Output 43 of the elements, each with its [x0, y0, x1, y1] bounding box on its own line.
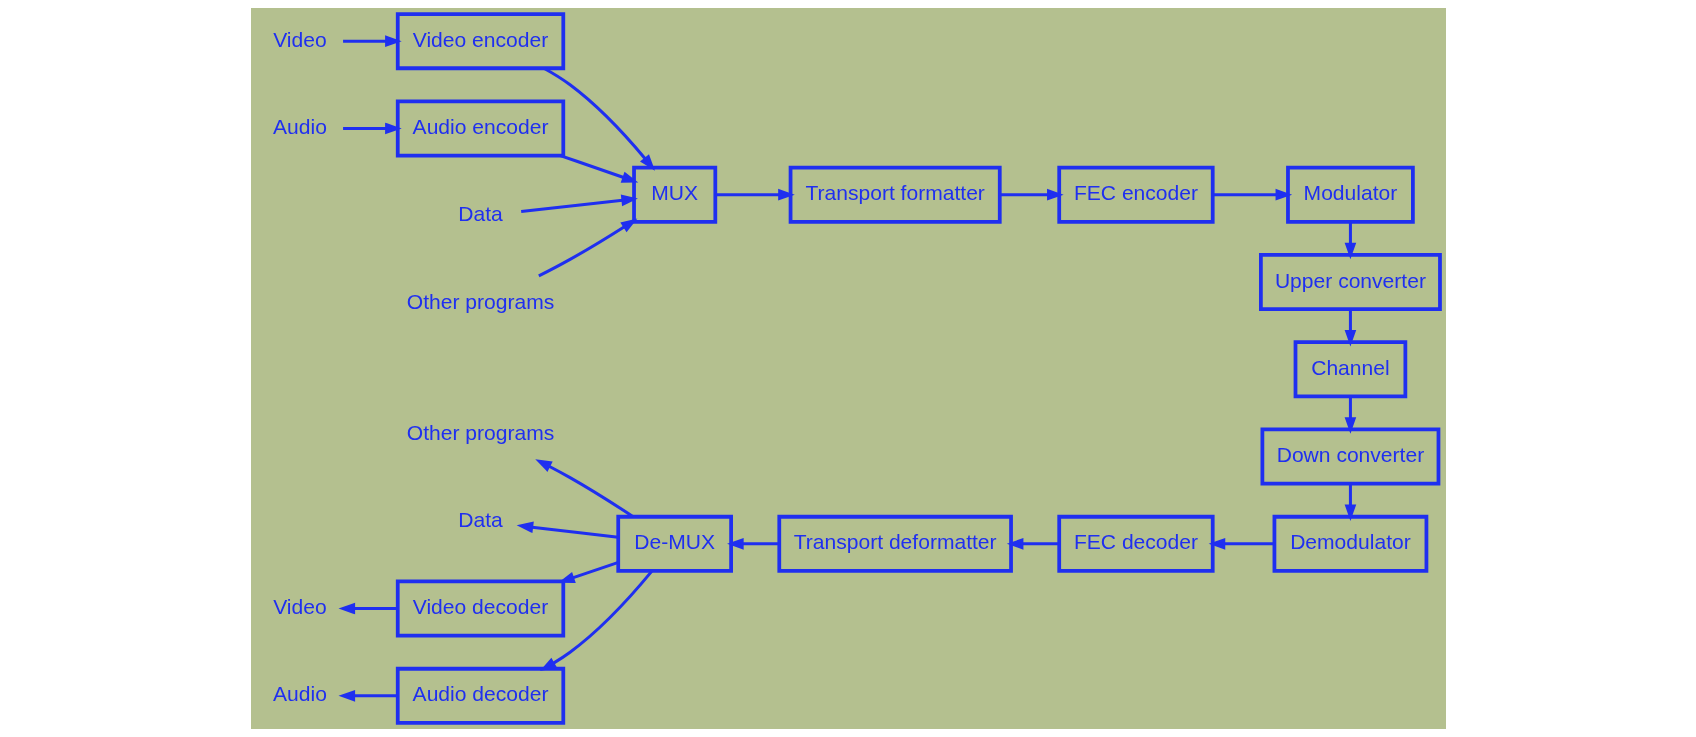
- node-box: Transport formatter: [788, 165, 1002, 224]
- arrow: [537, 218, 637, 278]
- node-text: Other programs: [406, 420, 554, 444]
- arrow: [1006, 538, 1059, 550]
- node-box: Audio encoder: [395, 99, 565, 158]
- arrow: [520, 194, 638, 213]
- node-box: FEC decoder: [1056, 514, 1215, 573]
- node-box: Transport deformatter: [776, 514, 1013, 573]
- arrow: [715, 188, 795, 201]
- node-text: Audio: [272, 115, 327, 139]
- arrow: [539, 570, 653, 671]
- node-text: Video: [272, 27, 327, 51]
- arrow: [1344, 396, 1356, 434]
- node-box: MUX: [631, 165, 717, 224]
- node-box: Video decoder: [395, 579, 565, 638]
- arrow: [338, 690, 397, 702]
- node-box: Upper converter: [1258, 253, 1442, 311]
- arrow: [999, 188, 1064, 201]
- arrow: [516, 521, 618, 539]
- arrow: [1212, 188, 1292, 201]
- arrow: [342, 35, 402, 47]
- node-box: Modulator: [1285, 165, 1415, 224]
- arrow: [1344, 221, 1356, 260]
- arrow: [1208, 538, 1274, 550]
- arrow: [338, 602, 397, 615]
- node-box: FEC encoder: [1056, 165, 1215, 224]
- arrow: [342, 122, 402, 135]
- node-text: Audio: [272, 682, 327, 706]
- node-box: Channel: [1293, 340, 1407, 399]
- arrow: [1344, 483, 1356, 522]
- node-box: Demodulator: [1272, 514, 1428, 573]
- node-text: Data: [457, 202, 503, 226]
- arrow: [1344, 309, 1356, 347]
- arrow: [726, 538, 779, 550]
- node-text: Other programs: [406, 289, 554, 313]
- node-box: Audio decoder: [395, 666, 565, 725]
- node-box: De-MUX: [615, 514, 733, 573]
- node-box: Down converter: [1260, 427, 1440, 486]
- arrow: [559, 154, 638, 183]
- node-text: Data: [457, 507, 503, 531]
- node-text: Video: [272, 595, 327, 619]
- node-box: Video encoder: [395, 12, 565, 71]
- arrow: [534, 459, 634, 518]
